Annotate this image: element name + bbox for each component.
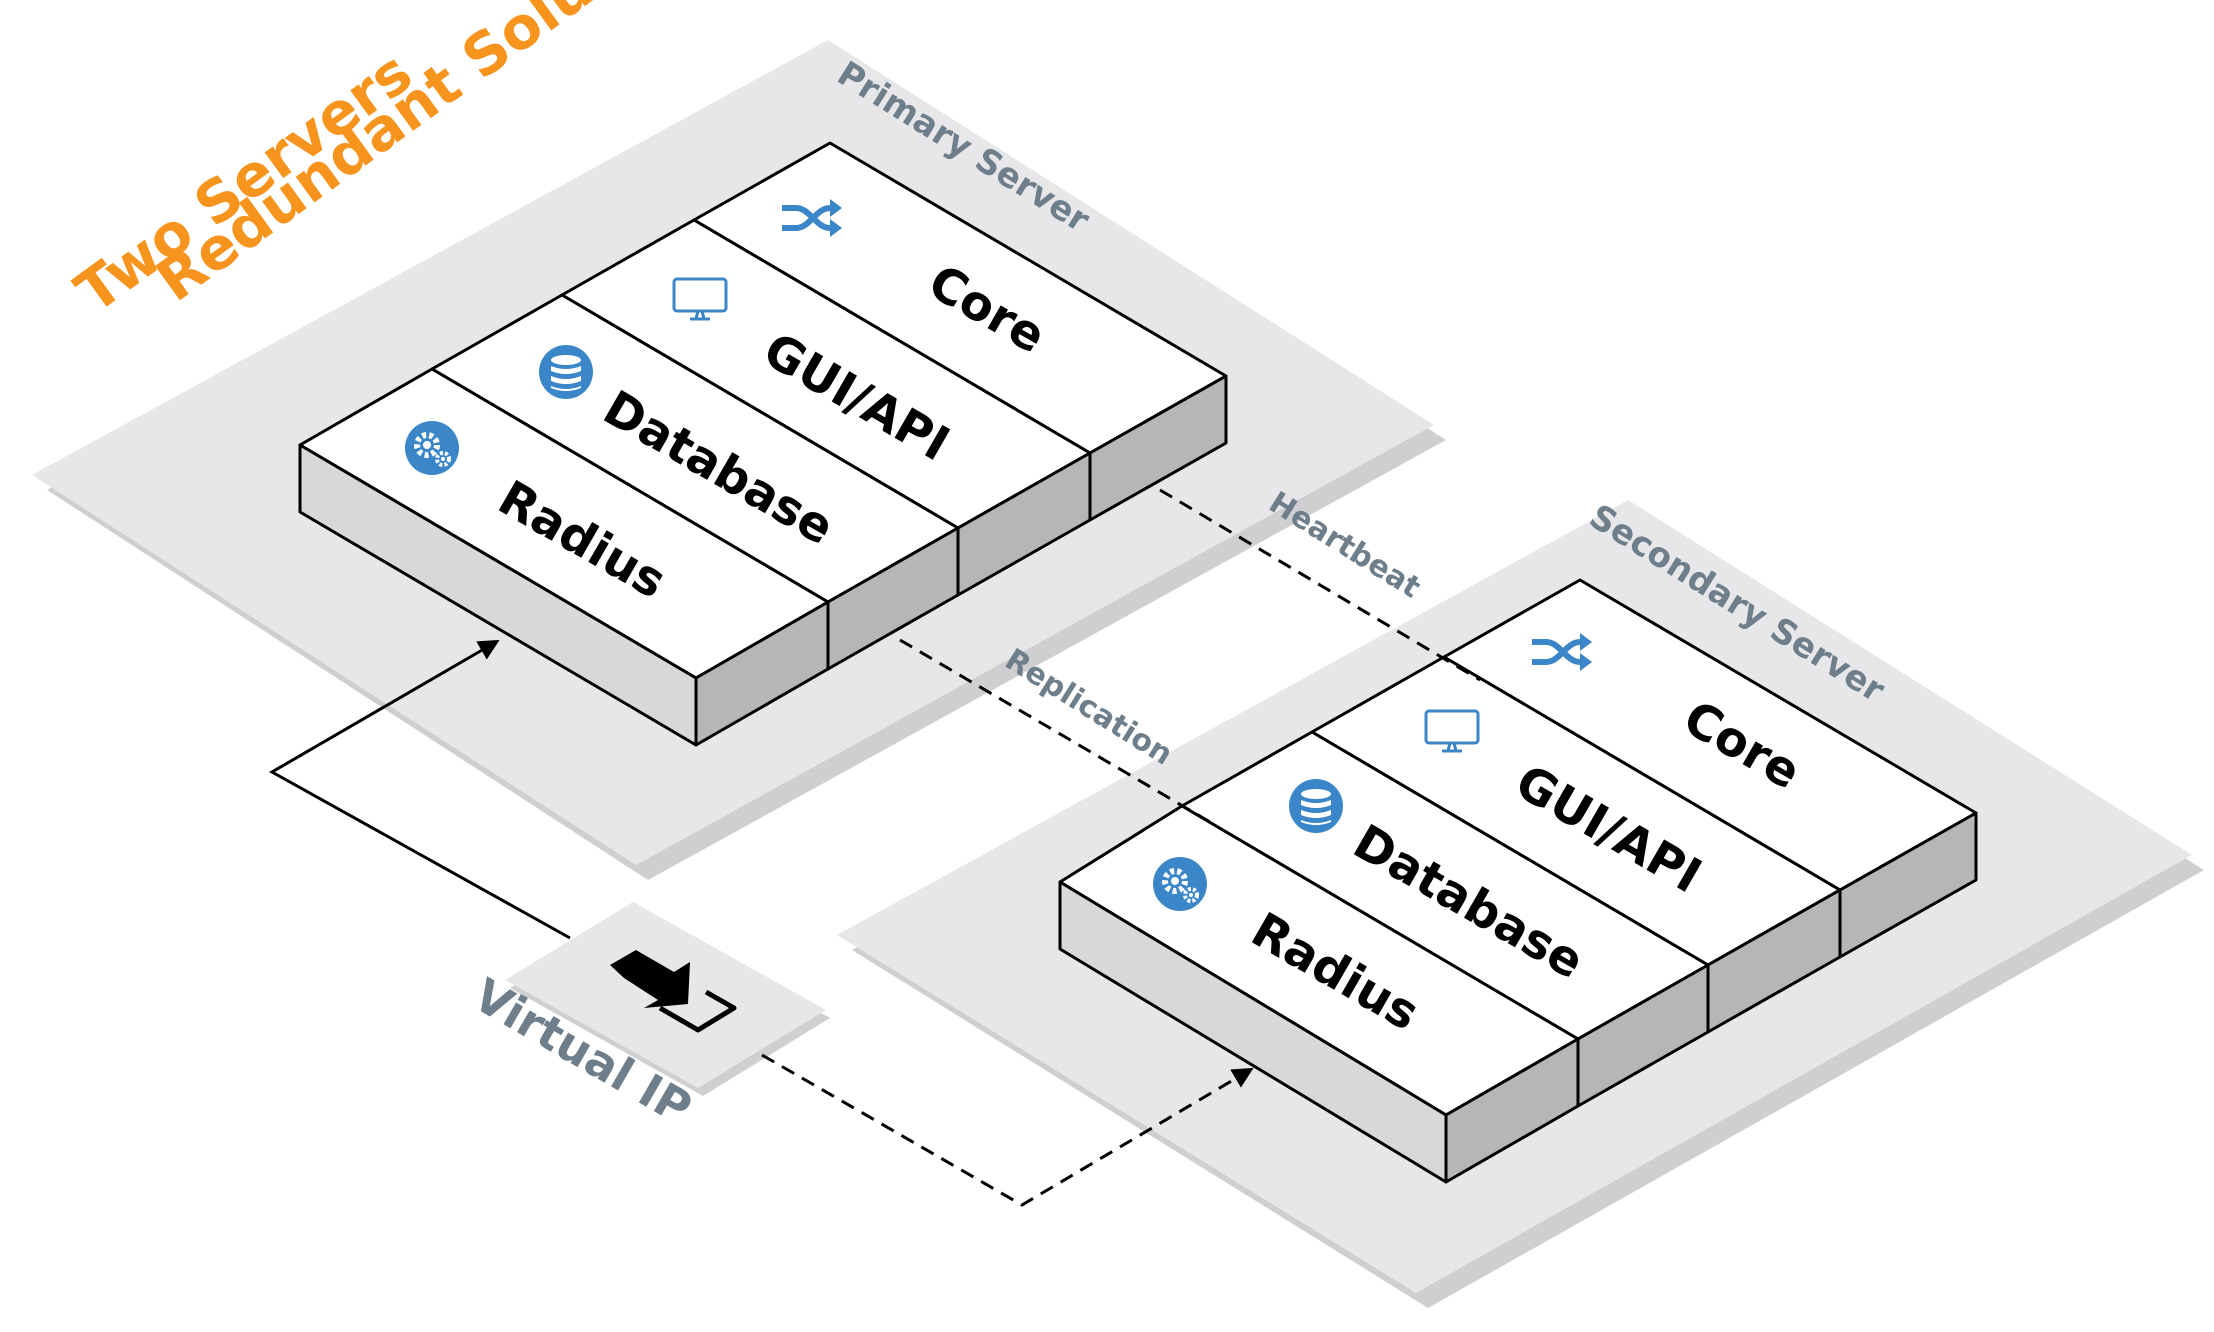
primary-database-icon (539, 345, 593, 399)
login-arrow-icon (610, 950, 737, 1033)
secondary-database-icon (1289, 779, 1343, 833)
replication-link (899, 638, 1211, 824)
heartbeat-label: Heartbeat (1263, 485, 1427, 605)
primary-radius-gears-icon (405, 421, 459, 475)
primary-active-path (268, 639, 571, 940)
title-line-1: Two Servers (63, 38, 424, 326)
replication-label: Replication (999, 642, 1179, 772)
secondary-radius-gears-icon (1153, 857, 1207, 911)
heartbeat-link (1159, 488, 1481, 682)
secondary-standby-path (761, 1053, 1254, 1207)
